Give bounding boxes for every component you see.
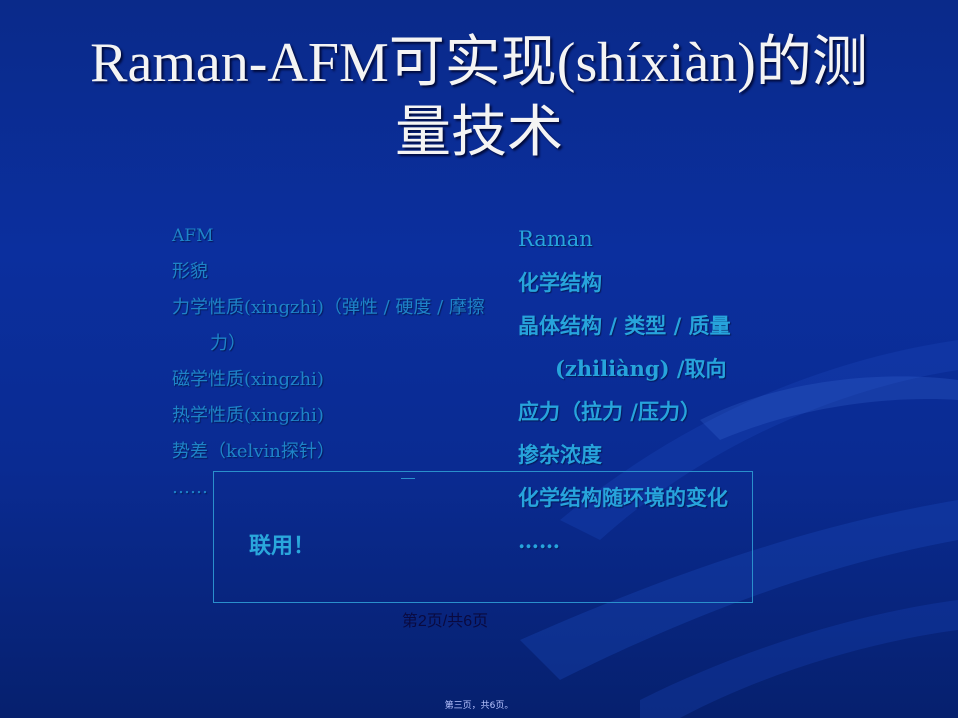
list-item: 晶体结构 / 类型 / 质量 (518, 313, 731, 338)
page-footnote: 第三页，共6页。 (444, 701, 514, 711)
title-line-2: 量技术 (395, 102, 563, 164)
list-item: 力学性质(xingzhi)（弹性 / 硬度 / 摩擦 (172, 297, 485, 318)
list-item: 掺杂浓度 (518, 442, 602, 467)
list-item: 热学性质(xingzhi) (172, 405, 324, 426)
list-item: …… (518, 528, 560, 553)
afm-list-header: AFM (172, 226, 214, 246)
list-item: 磁学性质(xingzhi) (172, 369, 324, 390)
raman-list: Raman 化学结构 晶体结构 / 类型 / 质量 (zhiliàng) /取向… (518, 218, 948, 562)
raman-list-header: Raman (518, 227, 593, 251)
box-divider (401, 478, 415, 479)
title-line-1: Raman-AFM可实现(shíxiàn)的测 (90, 32, 868, 94)
page-number: 第2页/共6页 (401, 613, 489, 630)
list-item: 化学结构 (518, 270, 602, 295)
list-item: 应力（拉力 /压力） (518, 399, 701, 424)
list-item: 势差（kelvin探针） (172, 441, 335, 462)
afm-list: AFM 形貌 力学性质(xingzhi)（弹性 / 硬度 / 摩擦 力） 磁学性… (172, 218, 522, 506)
list-item: 化学结构随环境的变化 (518, 485, 728, 510)
combined-use-label: 联用！ (249, 534, 316, 559)
slide-title: Raman-AFM可实现(shíxiàn)的测 量技术 (0, 28, 958, 168)
list-item: (zhiliàng) /取向 (555, 356, 727, 381)
combined-use-box (213, 471, 753, 603)
list-item: …… (172, 477, 208, 498)
list-item: 形貌 (172, 261, 208, 282)
list-item: 力） (210, 333, 246, 354)
